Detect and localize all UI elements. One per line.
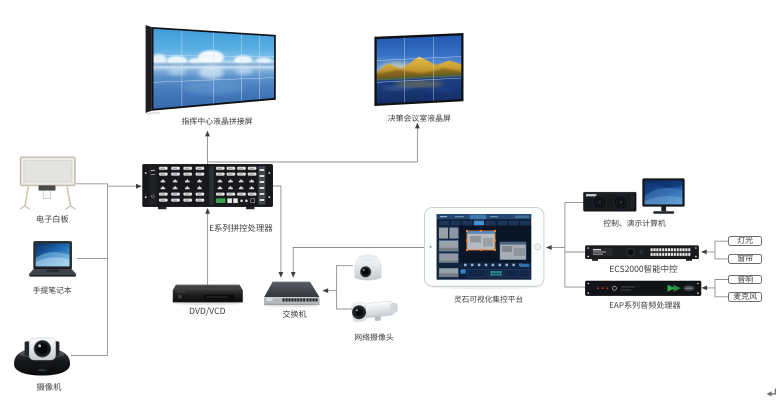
tablet-window-secondary: [499, 241, 527, 260]
tablet-controller: [424, 207, 545, 290]
switch-label: 交换机: [282, 308, 307, 320]
arrow-tablet-into-switch: [290, 272, 296, 278]
eap-label: EAP系列音频处理器: [609, 299, 681, 311]
return-mark-icon: [766, 388, 776, 397]
network-switch: [263, 281, 321, 307]
wall-left-label: 指挥中心液晶拼接屏: [181, 115, 253, 127]
laptop: [28, 241, 77, 277]
video-wall-left-grid: [152, 30, 275, 107]
whiteboard-label: 电子白板: [35, 213, 69, 226]
lighting-box: 灯光: [728, 236, 762, 246]
control-computer: [583, 178, 685, 214]
processor-ports: [158, 166, 257, 204]
arrow-into-eap: [701, 285, 708, 291]
bullet-camera: [351, 300, 399, 322]
dvd-player: [172, 284, 243, 306]
network-cameras-label: 网络摄像头: [354, 331, 394, 343]
line-netcam-bus: [336, 265, 353, 310]
arrow-netcam-into-switch: [322, 288, 329, 293]
lighting-box-label: 灯光: [737, 235, 754, 247]
ptz-camera: [14, 337, 70, 376]
processor-label: E系列拼控处理器: [209, 221, 273, 234]
tablet-label: 灵石可视化集控平台: [453, 294, 524, 305]
arrow-dvd-into-processor: [205, 207, 210, 214]
ptz-camera-label: 摄像机: [36, 381, 62, 394]
speaker-box-label: 音响: [737, 273, 754, 285]
microphone-box: 麦克风: [728, 292, 762, 302]
video-wall-command-center: [145, 25, 276, 115]
arrow-into-tablet: [545, 245, 552, 250]
speaker-box: 音响: [728, 273, 762, 285]
tablet-bottom-panels: [467, 268, 530, 278]
arrow-into-processor: [136, 183, 142, 189]
monitor: [642, 178, 685, 214]
eap-audio-processor: [585, 280, 702, 296]
ecs2000-central-controller: [585, 245, 699, 261]
arrow-into-ecs2000: [700, 249, 707, 255]
tablet-screen: [436, 214, 532, 280]
laptop-label: 手提笔记本: [32, 284, 72, 296]
computer-label: 控制、演示计算机: [603, 217, 666, 229]
line-tablet-to-switch: [292, 247, 425, 272]
switch-ports: [282, 298, 318, 302]
video-wall-right-grid: [376, 36, 462, 103]
ecs2000-label: ECS2000智能中控: [609, 262, 678, 275]
e-series-processor: [142, 164, 273, 210]
line-ecs-peripherals-bracket: [714, 240, 729, 260]
tablet-tab-row: [439, 220, 531, 226]
tablet-window-selected: [466, 230, 496, 251]
ecs2000-terminals: [650, 248, 691, 257]
arrow-processor-into-switch: [278, 272, 284, 278]
wall-right-label: 决策会议室液晶屏: [387, 113, 451, 125]
video-wall-conference-room: [374, 33, 464, 106]
microphone-box-label: 麦克风: [733, 290, 758, 302]
arrow-to-wall-right: [415, 122, 420, 129]
curtain-box-label: 窗帘: [737, 252, 754, 264]
line-processor-to-switch: [272, 185, 282, 272]
dome-camera: [354, 254, 382, 281]
electronic-whiteboard: [19, 156, 77, 210]
dvd-label: DVD/VCD: [189, 304, 226, 317]
curtain-box: 窗帘: [728, 254, 762, 264]
arrow-to-wall-left: [205, 130, 210, 137]
tablet-toolbar-icons: [464, 263, 522, 267]
